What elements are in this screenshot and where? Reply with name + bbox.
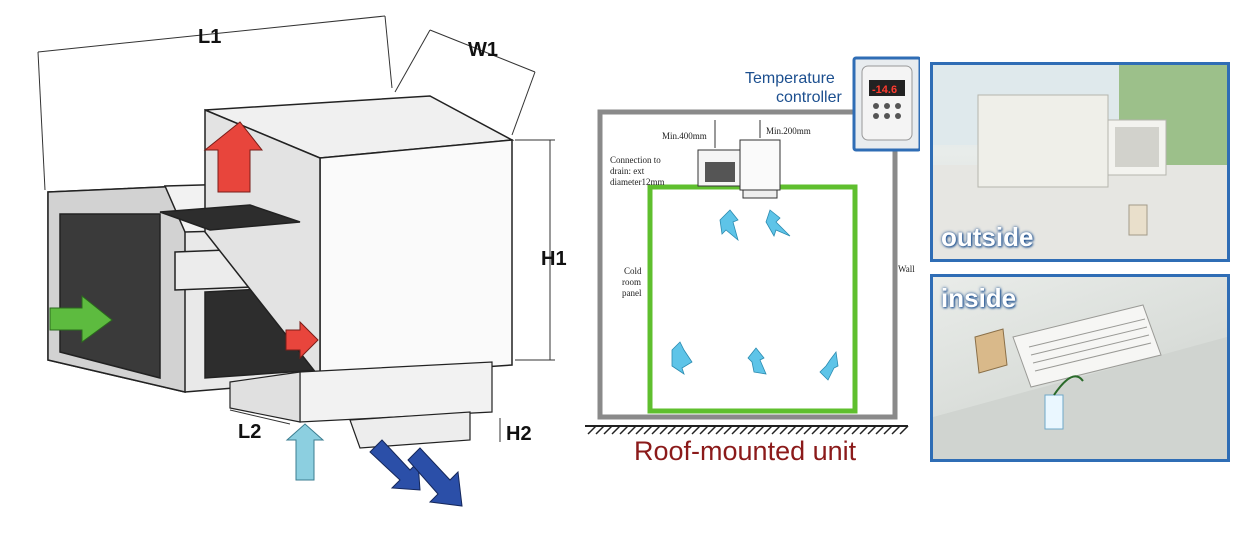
hatch-stroke bbox=[611, 425, 621, 435]
min-400-label: Min.400mm bbox=[662, 131, 707, 141]
min-200-label: Min.200mm bbox=[766, 126, 811, 136]
hatch-stroke bbox=[635, 425, 645, 435]
hatch-stroke bbox=[803, 425, 813, 435]
hatch-stroke bbox=[739, 425, 749, 435]
hatch-stroke bbox=[587, 425, 597, 435]
hatch-stroke bbox=[707, 425, 717, 435]
airflow-return-arrow bbox=[285, 423, 325, 481]
unit-evaporator-block bbox=[739, 139, 781, 191]
dimension-h2: H2 bbox=[506, 423, 532, 445]
airflow-up-arrow bbox=[203, 121, 264, 193]
ground-hatching bbox=[587, 425, 909, 435]
hatch-stroke bbox=[699, 425, 709, 435]
hatch-stroke bbox=[595, 425, 605, 435]
hatch-stroke bbox=[771, 425, 781, 435]
hatch-stroke bbox=[747, 425, 757, 435]
hatch-stroke bbox=[627, 425, 637, 435]
airflow-side-arrow bbox=[285, 320, 319, 360]
hatch-stroke bbox=[675, 425, 685, 435]
temperature-controller-inset: -14.6 bbox=[852, 56, 920, 152]
hatch-stroke bbox=[795, 425, 805, 435]
outside-photo-illustration bbox=[933, 65, 1227, 259]
hatch-stroke bbox=[811, 425, 821, 435]
dimension-w1: W1 bbox=[468, 39, 498, 61]
hatch-stroke bbox=[891, 425, 901, 435]
hatch-stroke bbox=[643, 425, 653, 435]
dimension-h1: H1 bbox=[541, 248, 567, 270]
hatch-stroke bbox=[667, 425, 677, 435]
unit-bottom bbox=[742, 189, 778, 199]
hatch-stroke bbox=[843, 425, 853, 435]
controller-display: -14.6 bbox=[872, 84, 897, 96]
dimension-l2: L2 bbox=[238, 421, 261, 443]
outside-label: outside bbox=[941, 222, 1034, 252]
cold-room-label-line3: panel bbox=[622, 288, 642, 298]
hatch-stroke bbox=[755, 425, 765, 435]
hatch-stroke bbox=[683, 425, 693, 435]
roof-mounted-caption: Roof-mounted unit bbox=[634, 436, 857, 466]
hatch-stroke bbox=[715, 425, 725, 435]
drain-label-line2: drain: ext bbox=[610, 166, 645, 176]
hatch-stroke bbox=[763, 425, 773, 435]
hatch-stroke bbox=[723, 425, 733, 435]
hatch-stroke bbox=[731, 425, 741, 435]
inside-label: inside bbox=[941, 283, 1017, 313]
hatch-stroke bbox=[787, 425, 797, 435]
airflow-exhaust-arrow bbox=[369, 439, 463, 507]
photo-inside: inside bbox=[930, 274, 1230, 462]
hatch-stroke bbox=[867, 425, 877, 435]
hatch-stroke bbox=[827, 425, 837, 435]
hatch-stroke bbox=[851, 425, 861, 435]
cold-room-label-line2: room bbox=[622, 277, 641, 287]
hatch-stroke bbox=[779, 425, 789, 435]
dimension-l1: L1 bbox=[198, 26, 221, 48]
hatch-stroke bbox=[859, 425, 869, 435]
roof-mounted-schematic: Min.400mm Min.200mm Connection to drain:… bbox=[585, 56, 920, 466]
hatch-stroke bbox=[651, 425, 661, 435]
photo-outside: outside bbox=[930, 62, 1230, 262]
hatch-stroke bbox=[899, 425, 909, 435]
inside-photo-illustration bbox=[933, 304, 1227, 459]
hatch-stroke bbox=[603, 425, 613, 435]
hatch-stroke bbox=[619, 425, 629, 435]
hatch-stroke bbox=[659, 425, 669, 435]
hatch-stroke bbox=[819, 425, 829, 435]
drain-label-line3: diameter12mm bbox=[610, 177, 664, 187]
wall-label: Wall bbox=[898, 264, 915, 274]
cold-air-arrows bbox=[671, 209, 839, 381]
cold-room-panel bbox=[647, 184, 858, 414]
cold-room-label-line1: Cold bbox=[624, 266, 642, 276]
hatch-stroke bbox=[691, 425, 701, 435]
unit-grille bbox=[705, 162, 735, 182]
hatch-stroke bbox=[883, 425, 893, 435]
temperature-controller-label-line1: Temperature bbox=[745, 70, 835, 87]
hatch-stroke bbox=[875, 425, 885, 435]
wall-outline bbox=[597, 109, 898, 420]
hatch-stroke bbox=[835, 425, 845, 435]
drain-label-line1: Connection to bbox=[610, 155, 661, 165]
unit-3d-drawing: L1 W1 H1 W2 L2 H2 bbox=[37, 15, 567, 507]
bottom-grille bbox=[229, 361, 493, 449]
airflow-in-arrow bbox=[49, 294, 113, 343]
temperature-controller-label-line2: controller bbox=[776, 89, 842, 106]
